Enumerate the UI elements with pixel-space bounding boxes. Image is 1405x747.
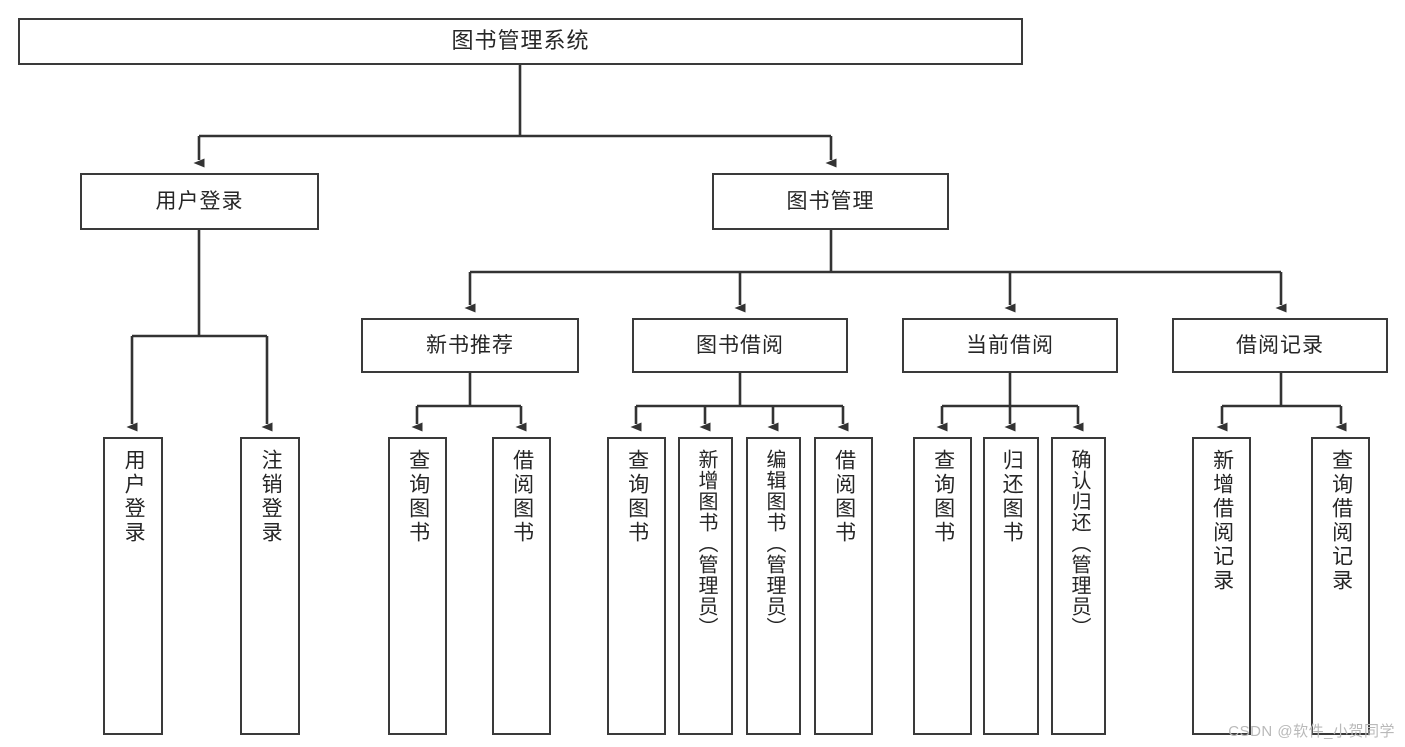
leaf-add-book-admin[interactable]: 新增图书（管理员） bbox=[678, 437, 733, 735]
node-borrow-record[interactable]: 借阅记录 bbox=[1172, 318, 1388, 373]
leaf-borrow-book-new-rec[interactable]: 借阅图书 bbox=[492, 437, 551, 735]
leaf-label: 查询图书 bbox=[625, 449, 649, 545]
node-label: 新书推荐 bbox=[426, 333, 514, 357]
leaf-label: 注销登录 bbox=[259, 449, 283, 545]
node-label: 用户登录 bbox=[155, 189, 244, 213]
leaf-user-login[interactable]: 用户登录 bbox=[103, 437, 163, 735]
node-label: 当前借阅 bbox=[966, 333, 1054, 357]
leaf-label: 确认归还（管理员） bbox=[1068, 449, 1090, 638]
watermark-text: CSDN @软件_小贺同学 bbox=[1228, 723, 1395, 740]
leaf-query-book-current[interactable]: 查询图书 bbox=[913, 437, 972, 735]
leaf-label: 借阅图书 bbox=[832, 449, 856, 545]
node-book-manage[interactable]: 图书管理 bbox=[712, 173, 949, 230]
leaf-label: 查询图书 bbox=[406, 449, 430, 545]
node-label: 图书管理 bbox=[786, 189, 875, 213]
leaf-label: 新增借阅记录 bbox=[1210, 449, 1234, 593]
leaf-borrow-book-borrow[interactable]: 借阅图书 bbox=[814, 437, 873, 735]
leaf-label: 借阅图书 bbox=[510, 449, 534, 545]
leaf-logout[interactable]: 注销登录 bbox=[240, 437, 300, 735]
leaf-label: 查询借阅记录 bbox=[1329, 449, 1353, 593]
node-label: 图书借阅 bbox=[696, 333, 784, 357]
leaf-label: 查询图书 bbox=[931, 449, 955, 545]
node-label: 借阅记录 bbox=[1236, 333, 1324, 357]
node-current-borrow[interactable]: 当前借阅 bbox=[902, 318, 1118, 373]
node-new-book-recommend[interactable]: 新书推荐 bbox=[361, 318, 579, 373]
leaf-label: 编辑图书（管理员） bbox=[763, 449, 785, 638]
leaf-edit-book-admin[interactable]: 编辑图书（管理员） bbox=[746, 437, 801, 735]
leaf-label: 新增图书（管理员） bbox=[695, 449, 717, 638]
node-book-borrow[interactable]: 图书借阅 bbox=[632, 318, 848, 373]
leaf-add-borrow-record[interactable]: 新增借阅记录 bbox=[1192, 437, 1251, 735]
leaf-query-book-borrow[interactable]: 查询图书 bbox=[607, 437, 666, 735]
leaf-label: 归还图书 bbox=[1000, 449, 1024, 545]
leaf-label: 用户登录 bbox=[122, 449, 146, 545]
leaf-query-borrow-record[interactable]: 查询借阅记录 bbox=[1311, 437, 1370, 735]
node-label: 图书管理系统 bbox=[451, 28, 590, 54]
leaf-return-book[interactable]: 归还图书 bbox=[983, 437, 1039, 735]
leaf-query-book-new-rec[interactable]: 查询图书 bbox=[388, 437, 447, 735]
node-root-system[interactable]: 图书管理系统 bbox=[18, 18, 1023, 65]
leaf-confirm-return-admin[interactable]: 确认归还（管理员） bbox=[1051, 437, 1106, 735]
node-user-login[interactable]: 用户登录 bbox=[80, 173, 319, 230]
